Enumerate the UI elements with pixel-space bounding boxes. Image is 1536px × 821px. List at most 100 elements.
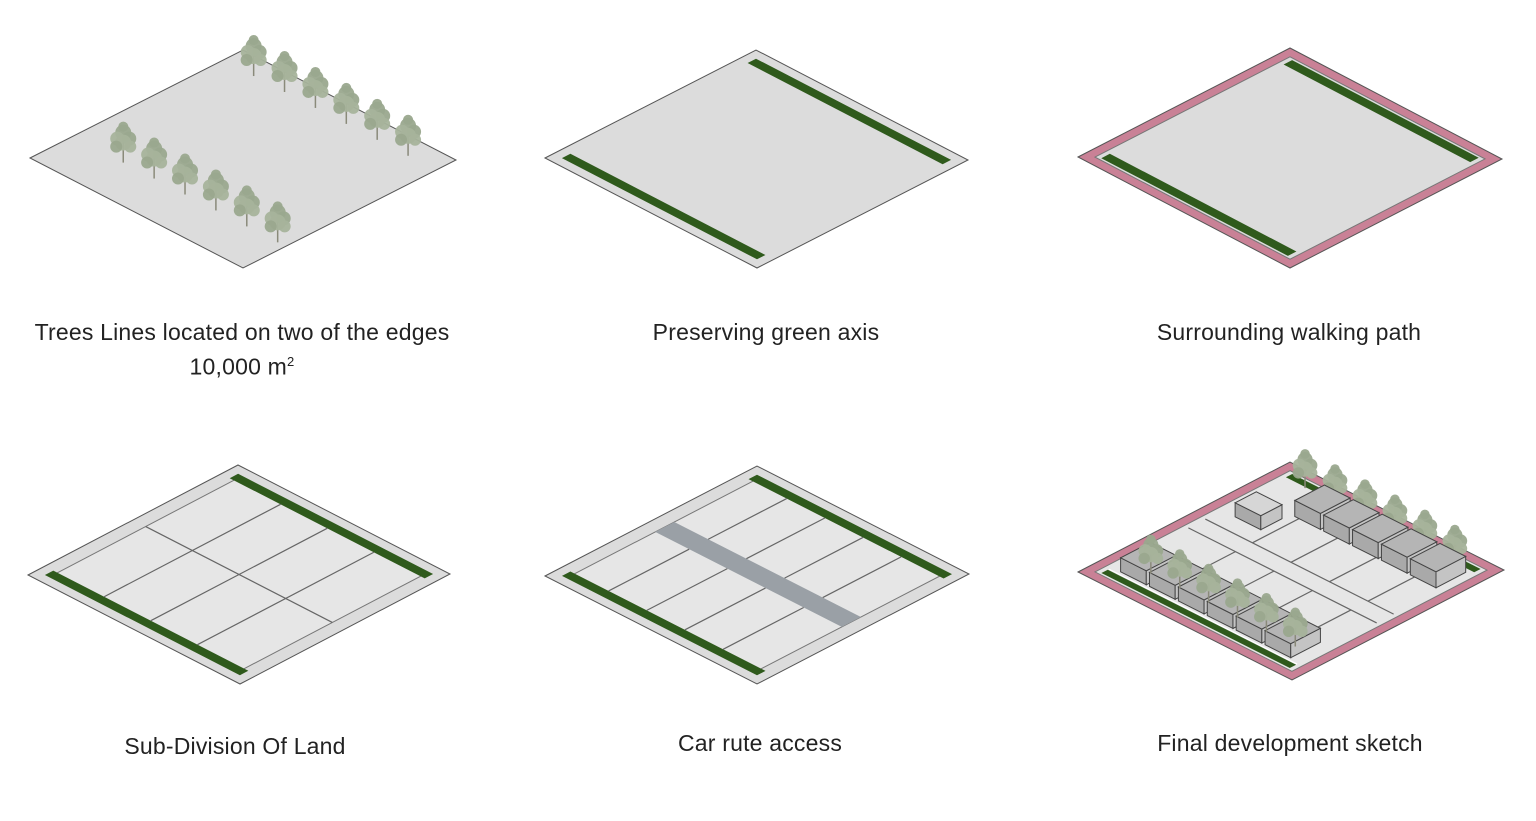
building-roof [1293,484,1352,514]
tree-foliage [241,185,252,196]
car-road [655,522,861,627]
panel-green [543,49,970,269]
tree-foliage [1330,464,1340,474]
tree-foliage [1196,581,1208,594]
tree-icon [302,66,329,108]
tree-foliage [1450,524,1460,535]
subdivision-line [103,503,281,598]
tree-icon [1196,563,1221,603]
tree-icon [240,35,267,77]
tree-icon [141,137,168,179]
caption-trees-line1: Trees Lines located on two of the edges [34,319,450,345]
plot-base [543,49,970,269]
white-path-line [1108,568,1298,665]
subdivision-line [608,548,690,592]
tree-foliage [1292,467,1305,479]
green-strip-lower [561,153,766,260]
tree-foliage [1420,509,1430,520]
tree-icon [202,169,229,211]
subdivision-line [197,551,375,646]
tree-icon [110,121,137,163]
tree-foliage [333,101,346,114]
area-value: 10,000 m [189,353,288,380]
tree-foliage [1138,552,1150,565]
building-roof [1380,528,1438,558]
subdivision-line [150,527,328,622]
tree-foliage [310,66,321,77]
panel-subdiv [26,464,452,685]
tree-foliage [1296,625,1308,637]
building-roof [1409,542,1467,573]
road-edge [1205,518,1394,615]
green-strip-upper [229,473,434,579]
tree-foliage [1267,611,1279,623]
tree-foliage [1282,625,1295,637]
tree-icon [1167,549,1193,589]
tree-foliage [341,82,352,93]
tree-foliage [316,85,329,98]
subdivision-line [722,606,804,650]
subdivision-line [684,587,766,631]
caption-trees-area: 10,000 m2 [0,347,492,382]
tree-foliage [1167,567,1179,579]
tree-foliage [378,117,391,130]
building-block [1234,491,1284,531]
tree-foliage [186,172,199,185]
tree-foliage [1300,449,1310,459]
caption-green: Preserving green axis [652,319,880,345]
green-strip-upper [1283,60,1479,163]
tree-icon [395,114,422,156]
building-roof [1351,513,1409,544]
tree-foliage [233,204,246,217]
tree-foliage [395,133,408,146]
tree-foliage [202,188,215,201]
green-strip-upper [747,58,952,165]
tree-foliage [1261,592,1272,603]
tree-foliage [247,204,260,217]
tree-foliage [155,156,168,169]
tree-icon [1225,578,1250,618]
tree-foliage [254,54,267,67]
tree-foliage [1174,549,1185,559]
subdivision-line [646,568,728,611]
caption-trees: Trees Lines located on two of the edges … [0,317,492,382]
tree-icon [172,153,199,195]
caption-final: Final development sketch [1157,730,1423,756]
tree-foliage [409,133,422,146]
tree-foliage [302,85,315,98]
tree-foliage [1425,527,1438,540]
tree-foliage [264,220,277,233]
tree-foliage [141,156,154,169]
tree-foliage [124,140,137,153]
tree-foliage [1455,542,1468,555]
panel-final [1076,449,1506,681]
tree-foliage [240,54,253,67]
building-roof [1234,491,1284,517]
tree-foliage [1225,596,1237,608]
area-exponent: 2 [287,354,295,369]
tree-foliage [364,117,377,130]
tree-foliage [1151,552,1164,565]
tree-foliage [110,140,123,153]
tree-icon [264,201,291,243]
tree-foliage [1360,479,1370,489]
caption-path: Surrounding walking path [1156,319,1422,345]
green-strip-lower [44,570,249,676]
tree-foliage [248,35,259,46]
tree-foliage [1238,596,1250,608]
panel-path [1076,47,1504,269]
tree-icon [1254,592,1279,632]
plot-inner [1093,56,1487,260]
tree-icon [1138,534,1164,574]
tree-foliage [271,69,284,82]
tree-foliage [216,188,229,201]
tree-foliage [172,172,185,185]
panel-car [543,465,971,685]
tree-foliage [118,121,129,132]
tree-foliage [1203,563,1214,574]
tree-foliage [347,101,360,114]
plot-base [28,49,458,269]
tree-foliage [1365,497,1378,509]
tree-icon [233,185,260,227]
road-edge [1188,527,1377,624]
